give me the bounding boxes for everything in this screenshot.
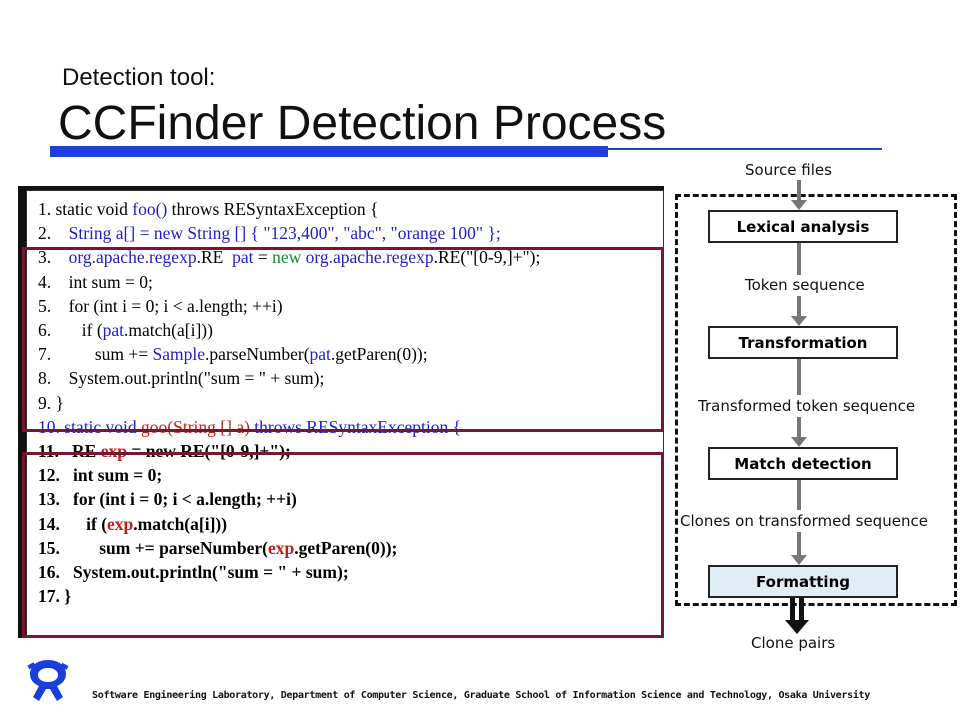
code-line-number: 4.: [38, 271, 52, 292]
code-line: 8. System.out.println("sum = " + sum);: [38, 368, 324, 388]
code-token: String a[] = new String [] { "123,400", …: [51, 223, 501, 244]
code-token: int sum = 0;: [59, 465, 163, 486]
code-line-number: 13.: [38, 489, 60, 510]
code-line-number: 1.: [38, 199, 52, 219]
code-token: .getParen(0));: [330, 344, 428, 365]
title-rule-thick: [50, 146, 608, 157]
code-line-number: 7.: [38, 344, 52, 365]
code-line-number: 2.: [38, 223, 52, 244]
code-token: if (: [59, 513, 108, 534]
code-line: 7. sum += Sample.parseNumber(pat.getPare…: [38, 344, 428, 364]
code-token: org.apache.regexp: [68, 247, 197, 268]
code-line: 13. for (int i = 0; i < a.length; ++i): [38, 489, 297, 509]
code-line-number: 3.: [38, 247, 52, 268]
code-line-number: 15.: [38, 537, 60, 558]
code-token: = new RE("[0-9,]+");: [126, 441, 291, 461]
university-logo-icon: [27, 660, 69, 701]
code-token: .RE: [196, 247, 233, 268]
code-token: }: [51, 392, 64, 413]
code-token: sum +=: [51, 344, 153, 365]
code-token: for (int i = 0; i < a.length; ++i): [59, 489, 297, 510]
clone-pairs-label: Clone pairs: [751, 634, 836, 652]
code-token: }: [59, 586, 72, 607]
code-token: .match(a[i])): [124, 320, 213, 340]
arrow-transformation-to-match: [791, 359, 807, 447]
code-token: pat: [102, 320, 125, 340]
code-line: 4. int sum = 0;: [38, 272, 153, 292]
code-token: static void: [51, 199, 133, 219]
code-token: System.out.println("sum = " + sum);: [59, 562, 349, 582]
code-line: 12. int sum = 0;: [38, 465, 162, 485]
source-files-label: Source files: [745, 161, 832, 179]
code-token: Sample: [152, 344, 206, 365]
code-token: sum += parseNumber(: [59, 537, 268, 558]
code-token: org.apache.regexp: [305, 247, 434, 268]
code-token: RE: [58, 441, 101, 461]
code-line-number: 8.: [38, 368, 52, 389]
code-line-number: 5.: [38, 295, 52, 316]
code-line: 16. System.out.println("sum = " + sum);: [38, 562, 349, 582]
code-line-number: 17.: [38, 586, 60, 607]
code-token: =: [253, 247, 273, 268]
code-line-number: 6.: [38, 320, 52, 340]
code-token: for (int i = 0; i < a.length; ++i): [51, 295, 283, 316]
arrow-formatting-to-clone-pairs: [785, 598, 809, 634]
code-token: System.out.println("sum = " + sum);: [51, 368, 325, 389]
arrow-lexical-to-transformation: [791, 243, 807, 326]
code-token: exp: [100, 441, 127, 461]
code-line: 14. if (exp.match(a[i])): [38, 514, 227, 534]
token-sequence-label: Token sequence: [745, 276, 865, 294]
code-token: .getParen(0));: [294, 537, 398, 558]
code-line-number: 16.: [38, 562, 60, 582]
code-token: int sum = 0;: [51, 271, 153, 292]
formatting-box: Formatting: [708, 565, 898, 598]
code-line: 15. sum += parseNumber(exp.getParen(0));: [38, 538, 397, 558]
code-token: throws RESyntaxException {: [167, 199, 379, 219]
code-line: 2. String a[] = new String [] { "123,400…: [38, 223, 501, 243]
code-line: 3. org.apache.regexp.RE pat = new org.ap…: [38, 247, 540, 267]
transformation-box: Transformation: [708, 326, 898, 359]
flow-frame: [675, 194, 957, 606]
clones-on-transformed-sequence-label: Clones on transformed sequence: [680, 512, 928, 530]
slide-title: CCFinder Detection Process: [58, 97, 667, 150]
code-line-number: 14.: [38, 513, 60, 534]
code-token: new: [272, 247, 302, 268]
code-line: 11. RE exp = new RE("[0-9,]+");: [38, 441, 291, 461]
code-line: 17. }: [38, 586, 71, 606]
code-line: 9. }: [38, 393, 64, 413]
code-token: pat: [309, 344, 331, 365]
slide-subtitle: Detection tool:: [62, 64, 216, 91]
code-line-number: 9.: [38, 392, 52, 413]
code-line: 5. for (int i = 0; i < a.length; ++i): [38, 296, 283, 316]
clone-highlight-box-1: [22, 247, 664, 432]
code-token: .parseNumber(: [205, 344, 310, 365]
code-line: 6. if (pat.match(a[i])): [38, 320, 213, 340]
code-token: .RE("[0-9,]+");: [433, 247, 541, 268]
match-detection-box: Match detection: [708, 447, 898, 480]
arrow-source-to-lexical: [791, 180, 807, 210]
code-token: foo(): [132, 199, 168, 219]
code-panel: [26, 190, 664, 636]
footer-text: Software Engineering Laboratory, Departm…: [92, 690, 870, 701]
code-line: 1. static void foo() throws RESyntaxExce…: [38, 199, 378, 219]
code-token: exp: [267, 537, 295, 558]
clone-highlight-box-2: [22, 452, 664, 638]
code-token: pat: [232, 247, 254, 268]
code-token: if (: [51, 320, 103, 340]
arrow-match-to-formatting: [791, 480, 807, 565]
transformed-token-sequence-label: Transformed token sequence: [698, 397, 916, 415]
code-token: .match(a[i])): [133, 513, 228, 534]
code-line-number: 12.: [38, 465, 60, 486]
code-token: exp: [107, 513, 134, 534]
lexical-analysis-box: Lexical analysis: [708, 210, 898, 243]
code-line-number: 11.: [38, 441, 59, 461]
